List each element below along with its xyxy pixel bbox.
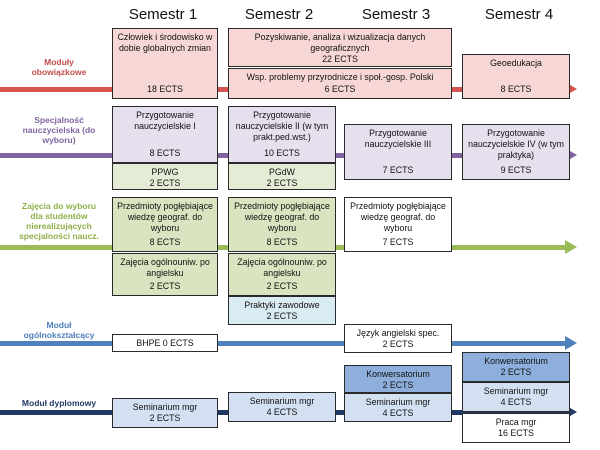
arrow-ogolnoksztalcacy — [0, 336, 577, 350]
module-ects: 4 ECTS — [382, 408, 414, 418]
module-title: Język angielski spec. — [356, 328, 440, 338]
module-seminarium-2: Seminarium mgr 4 ECTS — [228, 392, 336, 422]
semester-4-header: Semestr 4 — [484, 6, 554, 23]
module-ects: 10 ECTS — [264, 148, 300, 158]
module-ects: 8 ECTS — [500, 84, 532, 94]
module-ects: 2 ECTS — [382, 380, 414, 390]
module-title: PGdW — [269, 167, 295, 177]
module-ects: 2 ECTS — [382, 339, 414, 349]
module-ects: 2 ECTS — [266, 281, 298, 291]
module-ects: 2 ECTS — [266, 178, 298, 188]
module-konwersatorium-3: Konwersatorium 2 ECTS — [344, 365, 452, 393]
module-ppwg: PPWG 2 ECTS — [112, 163, 218, 190]
semester-1-header: Semestr 1 — [128, 6, 198, 23]
module-przedmioty-2: Przedmioty pogłębiające wiedzę geograf. … — [228, 197, 336, 252]
module-czlowiek-i-srodowisko: Człowiek i środowisko w dobie globalnych… — [112, 28, 218, 99]
module-title: Przedmioty pogłębiające wiedzę geograf. … — [117, 201, 213, 233]
module-title: Zajęcia ogólnouniw. po angielsku — [120, 257, 210, 278]
module-title: Praca mgr — [495, 417, 537, 427]
module-title: Geoedukacja — [490, 58, 542, 68]
module-title: Przedmioty pogłębiające wiedzę geograf. … — [234, 201, 330, 233]
module-title: Przygotowanie nauczycielskie II (w tym p… — [235, 110, 329, 142]
module-title: Seminarium mgr — [132, 402, 198, 412]
module-pgdw: PGdW 2 ECTS — [228, 163, 336, 190]
module-bhpe: BHPE 0 ECTS — [112, 334, 218, 352]
row-label-nauczycielska: Specjalność nauczycielska (do wyboru) — [22, 115, 96, 145]
module-seminarium-4: Seminarium mgr 4 ECTS — [462, 382, 570, 412]
module-przygotowanie-1: Przygotowanie nauczycielskie I 8 ECTS — [112, 106, 218, 163]
module-geoedukacja: Geoedukacja 8 ECTS — [462, 54, 570, 99]
semester-3-header: Semestr 3 — [361, 6, 431, 23]
module-ects: 2 ECTS — [149, 178, 181, 188]
module-seminarium-1: Seminarium mgr 2 ECTS — [112, 398, 218, 428]
module-ects: 18 ECTS — [147, 84, 183, 94]
module-title: Konwersatorium — [366, 369, 430, 379]
module-przygotowanie-3: Przygotowanie nauczycielskie III 7 ECTS — [344, 124, 452, 180]
module-jezyk-angielski: Język angielski spec. 2 ECTS — [344, 324, 452, 353]
module-konwersatorium-4: Konwersatorium 2 ECTS — [462, 352, 570, 382]
module-przedmioty-3: Przedmioty pogłębiające wiedzę geograf. … — [344, 197, 452, 252]
module-ects: 22 ECTS — [322, 54, 358, 64]
module-title: Praktyki zawodowe — [244, 300, 320, 310]
module-title: Konwersatorium — [484, 356, 548, 366]
module-title: Seminarium mgr — [365, 397, 431, 407]
module-przedmioty-1: Przedmioty pogłębiające wiedzę geograf. … — [112, 197, 218, 252]
module-title: Przygotowanie nauczycielskie IV (w tym p… — [468, 128, 564, 160]
module-title: Zajęcia ogólnouniw. po angielsku — [237, 257, 327, 278]
module-ects: 4 ECTS — [500, 397, 532, 407]
module-ects: 8 ECTS — [149, 237, 181, 247]
row-label-obowiazkowe: Moduły obowiązkowe — [31, 57, 87, 77]
module-ects: 2 ECTS — [149, 281, 181, 291]
module-przygotowanie-2: Przygotowanie nauczycielskie II (w tym p… — [228, 106, 336, 163]
module-title: Przygotowanie nauczycielskie III — [364, 128, 432, 149]
module-title: Pozyskiwanie, analiza i wizualizacja dan… — [254, 32, 426, 53]
module-title: Seminarium mgr — [249, 396, 315, 406]
module-ects: 7 ECTS — [382, 237, 414, 247]
row-label-zajecia: Zajęcia do wyboru dla studentów niereali… — [19, 201, 99, 241]
module-title: PPWG — [151, 167, 179, 177]
module-ects: 2 ECTS — [266, 311, 298, 321]
module-title: Przedmioty pogłębiające wiedzę geograf. … — [350, 201, 446, 233]
row-label-ogolnoksztalcacy: Moduł ogólnokształcący — [23, 320, 95, 340]
module-praca-mgr: Praca mgr 16 ECTS — [462, 413, 570, 443]
module-zajecia-ang-2: Zajęcia ogólnouniw. po angielsku 2 ECTS — [228, 253, 336, 296]
module-praktyki-zawodowe: Praktyki zawodowe 2 ECTS — [228, 296, 336, 325]
module-pozyskiwanie-danych: Pozyskiwanie, analiza i wizualizacja dan… — [228, 28, 452, 67]
module-ects: 8 ECTS — [266, 237, 298, 247]
module-title: BHPE 0 ECTS — [136, 337, 194, 348]
module-wsp-problemy: Wsp. problemy przyrodnicze i społ.-gosp.… — [228, 68, 452, 99]
module-ects: 4 ECTS — [266, 407, 298, 417]
module-title: Seminarium mgr — [483, 386, 549, 396]
semester-2-header: Semestr 2 — [244, 6, 314, 23]
module-ects: 16 ECTS — [498, 428, 534, 438]
module-title: Przygotowanie nauczycielskie I — [134, 110, 196, 131]
module-title: Wsp. problemy przyrodnicze i społ.-gosp.… — [246, 72, 434, 82]
module-przygotowanie-4: Przygotowanie nauczycielskie IV (w tym p… — [462, 124, 570, 180]
module-ects: 2 ECTS — [149, 413, 181, 423]
module-seminarium-3: Seminarium mgr 4 ECTS — [344, 393, 452, 422]
module-ects: 8 ECTS — [149, 148, 181, 158]
module-ects: 9 ECTS — [500, 165, 532, 175]
module-ects: 7 ECTS — [382, 165, 414, 175]
module-ects: 6 ECTS — [324, 84, 356, 94]
module-ects: 2 ECTS — [500, 367, 532, 377]
module-zajecia-ang-1: Zajęcia ogólnouniw. po angielsku 2 ECTS — [112, 253, 218, 296]
row-label-dyplomowy: Moduł dyplomowy — [21, 398, 97, 408]
module-title: Człowiek i środowisko w dobie globalnych… — [117, 32, 213, 53]
